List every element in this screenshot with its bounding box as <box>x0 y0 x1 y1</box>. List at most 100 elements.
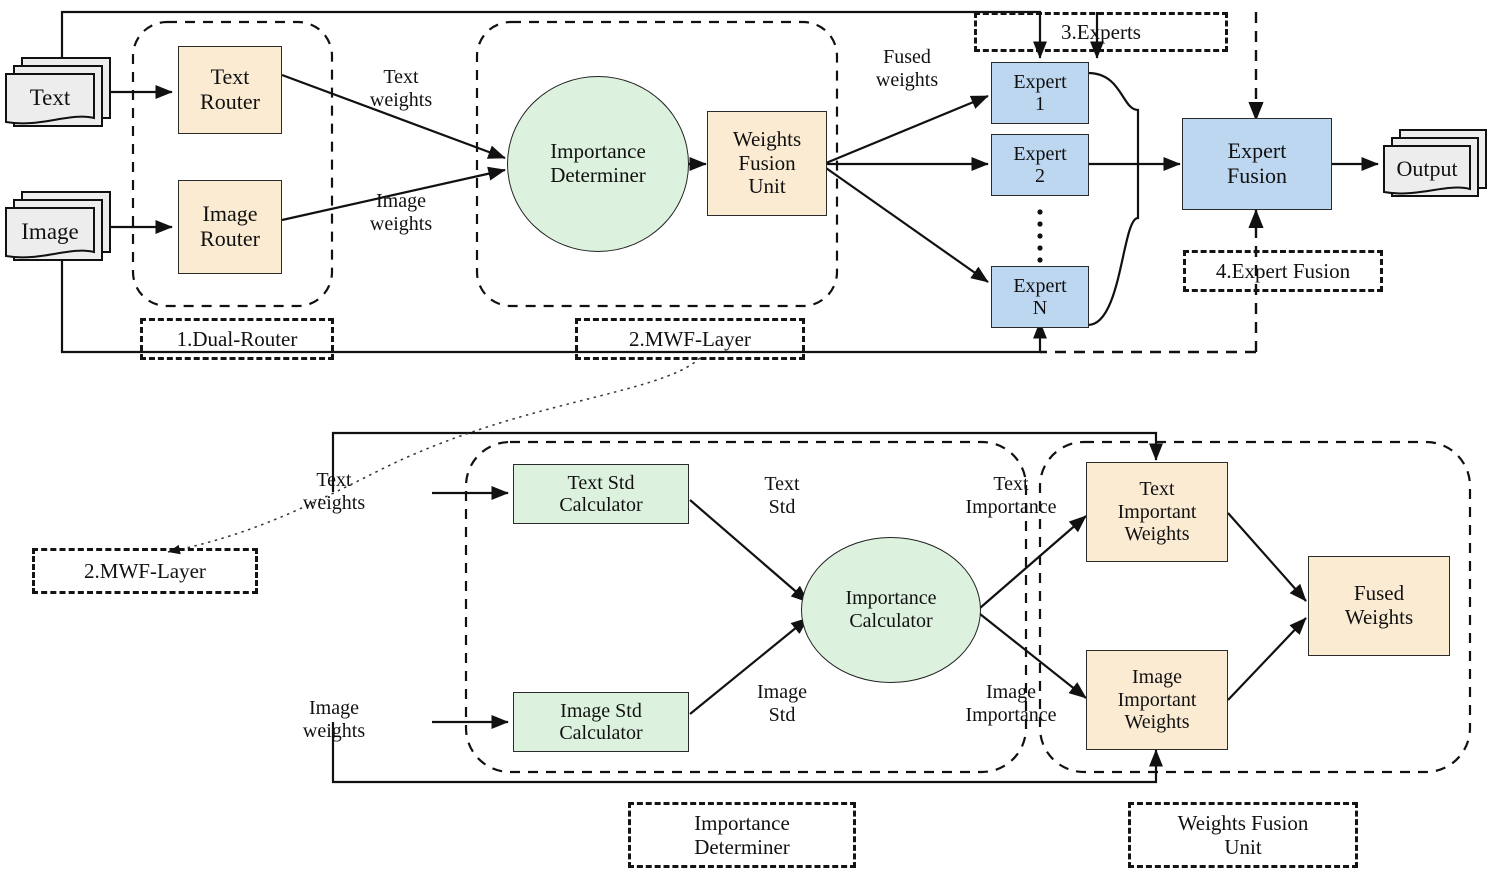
importance-calculator-label-1: Importance <box>845 587 937 610</box>
image-router-box[interactable]: Image Router <box>178 180 282 274</box>
wire-text-router-to-determiner <box>281 73 506 160</box>
bottom-label-image-importance-1: Image <box>986 681 1036 703</box>
image-std-calculator-label-2: Calculator <box>559 722 643 744</box>
edge-label-image-weights-2: weights <box>369 212 433 235</box>
edge-label-text-weights-2: weights <box>369 88 433 111</box>
edge-label-text-weights: Text weights <box>352 66 450 112</box>
bottom-label-image-importance-2: Importance <box>965 703 1057 726</box>
callout-mwf-layer: 2.MWF-Layer <box>575 318 805 360</box>
callout-mwf-layer-zoom-ref: 2.MWF-Layer <box>32 548 258 594</box>
bottom-label-image-weights-2: weights <box>302 719 366 742</box>
edge-label-image-weights-1: Image <box>376 190 426 212</box>
wire-image-std-to-calc <box>689 617 809 715</box>
wire-imageweights-to-iiw <box>331 722 1164 784</box>
bottom-label-text-std: Text Std <box>737 473 827 519</box>
callout-importance-determiner-label-2: Determiner <box>694 835 790 859</box>
expert-n-label-2: N <box>1032 297 1048 319</box>
bottom-label-text-importance: Text Importance <box>944 473 1078 519</box>
bottom-label-image-std-1: Image <box>757 681 807 703</box>
text-router-box[interactable]: Text Router <box>178 46 282 134</box>
wire-image-router-to-determiner <box>281 166 506 222</box>
text-std-calculator-label-2: Calculator <box>559 494 643 516</box>
text-input-node: Text <box>6 74 94 122</box>
bottom-label-text-importance-1: Text <box>993 473 1029 495</box>
iiw-label-3: Weights <box>1124 711 1190 734</box>
wire-experts-merge <box>1087 71 1181 327</box>
output-node: Output <box>1384 146 1470 192</box>
bottom-label-image-std: Image Std <box>737 681 827 727</box>
fused-weights-label-1: Fused <box>1353 581 1405 606</box>
importance-calculator-label-2: Calculator <box>849 610 933 632</box>
callout-weights-fusion-unit: Weights Fusion Unit <box>1128 802 1358 868</box>
wire-iiw-to-fused <box>1227 617 1307 701</box>
edge-label-fused-weights-1: Fused <box>883 46 931 68</box>
fused-weights-box[interactable]: Fused Weights <box>1308 556 1450 656</box>
callout-importance-determiner-label-1: Importance <box>694 810 790 835</box>
dashed-callout-spine <box>1040 12 1264 354</box>
callout-weights-fusion-unit-label-2: Unit <box>1224 835 1262 859</box>
bottom-label-text-weights-2: weights <box>302 491 366 514</box>
text-document-stack <box>5 57 111 127</box>
wire-tiw-to-fused <box>1227 512 1307 602</box>
tiw-label-1: Text <box>1139 478 1175 501</box>
image-std-calculator-box[interactable]: Image Std Calculator <box>513 692 689 752</box>
wire-text-std-to-calc <box>689 499 809 603</box>
importance-determiner-label-1: Importance <box>550 139 646 164</box>
expert-2-label-1: Expert <box>1013 142 1067 165</box>
fused-weights-label-2: Weights <box>1344 605 1414 629</box>
image-std-calculator-label-1: Image Std <box>560 699 642 722</box>
output-document-stack <box>1383 129 1487 197</box>
callout-dual-router: 1.Dual-Router <box>140 318 334 360</box>
tiw-label-2: Important <box>1117 500 1197 523</box>
text-std-calculator-label-1: Text Std <box>567 471 635 494</box>
weights-fusion-unit-box[interactable]: Weights Fusion Unit <box>707 111 827 216</box>
expert-fusion-box[interactable]: Expert Fusion <box>1182 118 1332 210</box>
image-input-node: Image <box>6 208 94 256</box>
expert-1-label-1: Expert <box>1013 70 1067 93</box>
bottom-label-text-importance-2: Importance <box>965 495 1057 518</box>
text-std-calculator-box[interactable]: Text Std Calculator <box>513 464 689 524</box>
edge-label-text-weights-1: Text <box>383 66 419 88</box>
wire-wfu-to-expertN <box>825 167 989 283</box>
output-label: Output <box>1396 156 1458 181</box>
image-important-weights-box[interactable]: Image Important Weights <box>1086 650 1228 750</box>
expert-ellipsis-dots <box>1037 209 1043 263</box>
bottom-label-image-importance: Image Importance <box>944 681 1078 727</box>
importance-determiner-node[interactable]: Importance Determiner <box>507 76 689 252</box>
iiw-label-1: Image <box>1132 666 1182 689</box>
expert-n-box[interactable]: Expert N <box>991 266 1089 328</box>
wire-wfu-to-expert1 <box>825 94 989 165</box>
bottom-label-text-std-1: Text <box>764 473 800 495</box>
expert-n-label-1: Expert <box>1013 274 1067 297</box>
callout-expert-fusion-label: 4.Expert Fusion <box>1215 258 1351 283</box>
bottom-label-image-std-2: Std <box>768 703 796 726</box>
bottom-label-text-weights: Text weights <box>282 469 386 515</box>
wire-image-to-expertN <box>60 218 1048 354</box>
callout-mwf-layer-label: 2.MWF-Layer <box>629 326 751 351</box>
wire-calc-to-tiw <box>979 515 1087 609</box>
image-document-stack <box>5 191 111 261</box>
callout-experts: 3.Experts <box>974 12 1228 52</box>
importance-determiner-label-2: Determiner <box>550 163 646 187</box>
expert-1-box[interactable]: Expert 1 <box>991 62 1089 124</box>
wfu-label-2: Fusion <box>738 150 796 175</box>
importance-calculator-node[interactable]: Importance Calculator <box>801 537 981 683</box>
expert-2-box[interactable]: Expert 2 <box>991 134 1089 196</box>
image-router-label-1: Image <box>202 201 258 227</box>
wire-text-to-expert1 <box>60 10 1048 63</box>
wire-calc-to-iiw <box>979 613 1087 699</box>
callout-dual-router-label: 1.Dual-Router <box>176 326 298 351</box>
image-router-label-2: Router <box>200 226 260 251</box>
callout-experts-label: 3.Experts <box>1061 19 1141 44</box>
callout-expert-fusion: 4.Expert Fusion <box>1183 250 1383 292</box>
text-input-label: Text <box>29 85 71 110</box>
edge-label-fused-weights-2: weights <box>875 68 939 91</box>
text-router-label-1: Text <box>210 64 250 90</box>
expert-fusion-label-2: Fusion <box>1227 163 1287 188</box>
bottom-label-image-weights-1: Image <box>309 697 359 719</box>
wire-textweights-to-tiw <box>331 431 1164 492</box>
text-router-label-2: Router <box>200 89 260 114</box>
text-important-weights-box[interactable]: Text Important Weights <box>1086 462 1228 562</box>
